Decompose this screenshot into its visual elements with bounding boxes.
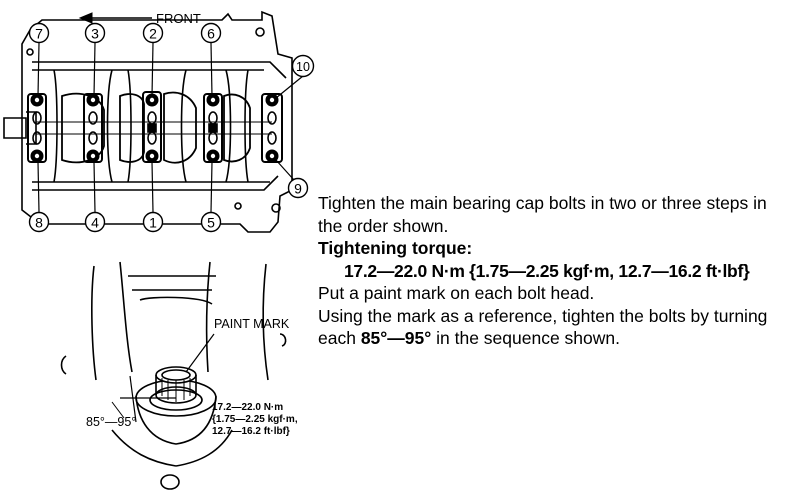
callout-1-number: 1 bbox=[149, 215, 157, 231]
callout-8 bbox=[28, 211, 50, 233]
bolt-head-center bbox=[34, 153, 40, 159]
bolt-head-center bbox=[210, 97, 216, 103]
paint-mark-label: PAINT MARK bbox=[214, 317, 290, 331]
callout-9-number: 9 bbox=[294, 181, 302, 197]
torque-value: 17.2—22.0 N·m {1.75—2.25 kgf·m, 12.7—16.… bbox=[344, 260, 750, 281]
bolt-head-center bbox=[269, 97, 275, 103]
bolt-head-center bbox=[149, 153, 155, 159]
step3-text-post: in the sequence shown. bbox=[431, 328, 620, 348]
callout-3-number: 3 bbox=[91, 26, 99, 42]
bolt-head-center bbox=[34, 97, 40, 103]
bolt-head-center bbox=[149, 97, 155, 103]
callout-6 bbox=[200, 22, 222, 44]
callout-5 bbox=[200, 211, 222, 233]
instructions-text: Tighten the main bearing cap bolts in tw… bbox=[318, 192, 793, 350]
callout-8-number: 8 bbox=[35, 215, 43, 231]
callout-6-number: 6 bbox=[207, 26, 215, 42]
callout-4-number: 4 bbox=[91, 215, 99, 231]
bolt-head-center bbox=[90, 97, 96, 103]
bolt-closeup bbox=[60, 261, 287, 490]
closeup-labels: PAINT MARK 85°—95° 17.2—22.0 N·m {1.75—2… bbox=[86, 317, 298, 437]
bolt-heads bbox=[30, 93, 279, 163]
angle-label: 85°—95° bbox=[86, 415, 136, 429]
instruction-step-3: Using the mark as a reference, tighten t… bbox=[318, 305, 793, 350]
callout-2-number: 2 bbox=[149, 26, 157, 42]
instruction-step-2: Put a paint mark on each bolt head. bbox=[318, 283, 595, 303]
leader-lines bbox=[37, 42, 304, 213]
instruction-step-1: Tighten the main bearing cap bolts in tw… bbox=[318, 193, 767, 236]
callout-9 bbox=[287, 177, 309, 199]
callout-1 bbox=[142, 211, 164, 233]
callout-3 bbox=[84, 22, 106, 44]
callout-4 bbox=[84, 211, 106, 233]
bearing-cap-layout bbox=[3, 10, 293, 233]
torque-heading: Tightening torque: bbox=[318, 238, 473, 258]
torque-callout-line-1: 17.2—22.0 N·m bbox=[212, 402, 283, 413]
bolt-order-callouts: 7 3 2 6 10 9 8 4 1 5 bbox=[28, 22, 315, 233]
torque-callout-line-2: {1.75—2.25 kgf·m, bbox=[212, 414, 298, 425]
bolt-head-center bbox=[90, 153, 96, 159]
bolt-head-center bbox=[210, 153, 216, 159]
callout-10 bbox=[291, 54, 315, 78]
torque-callout-line-3: 12.7—16.2 ft·lbf} bbox=[212, 426, 290, 437]
callout-5-number: 5 bbox=[207, 215, 215, 231]
step3-angle: 85°—95° bbox=[360, 328, 432, 348]
callout-2 bbox=[142, 22, 164, 44]
callout-7 bbox=[28, 22, 50, 44]
front-arrow: FRONT bbox=[78, 11, 201, 26]
callout-10-number: 10 bbox=[296, 60, 310, 74]
callout-7-number: 7 bbox=[35, 26, 43, 42]
step3-text-pre: Using the mark as a reference, tighten t… bbox=[318, 305, 768, 349]
bolt-head-center bbox=[269, 153, 275, 159]
front-label: FRONT bbox=[156, 11, 201, 26]
